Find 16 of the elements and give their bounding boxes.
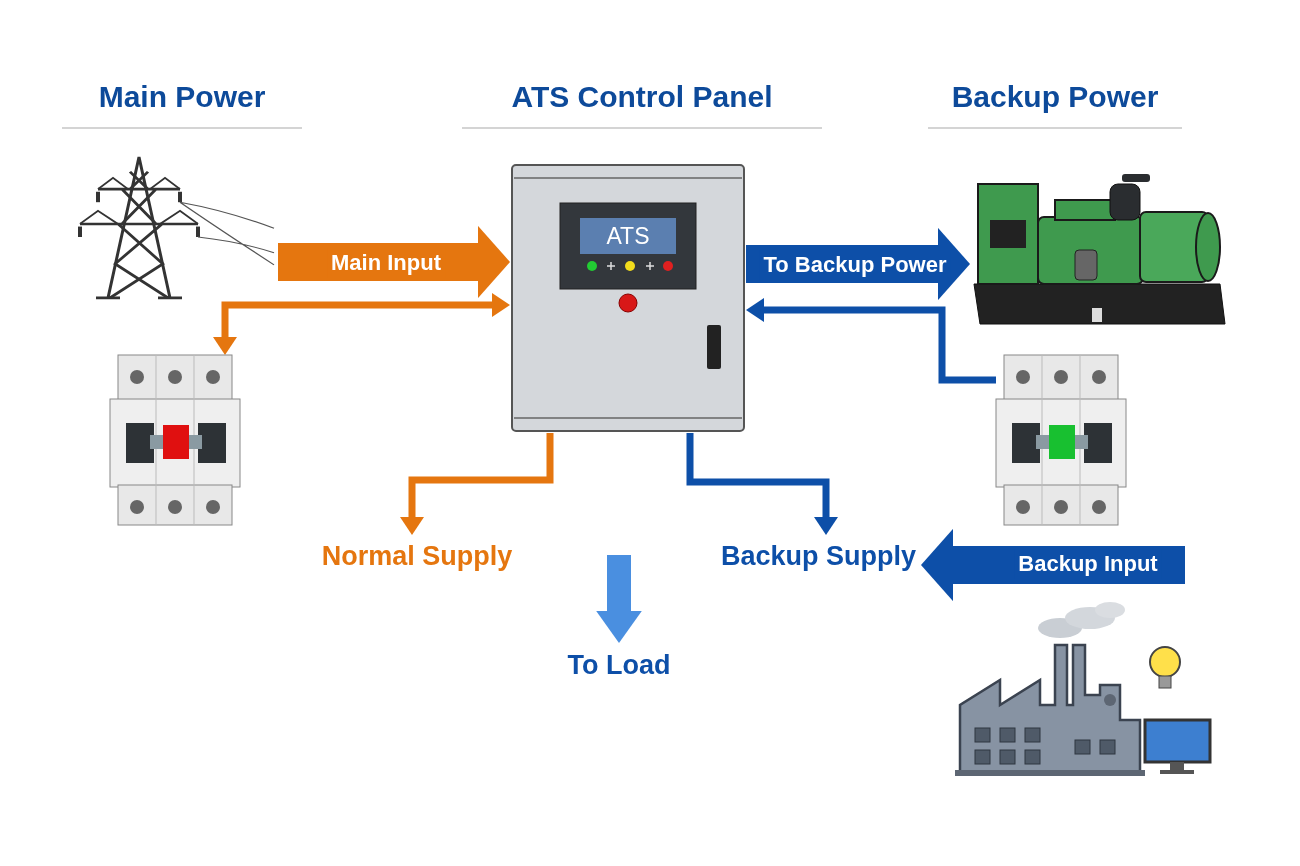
flow-arrow bbox=[746, 227, 970, 301]
section-heading: Backup Power bbox=[951, 80, 1159, 114]
section-heading: Main Power bbox=[98, 80, 266, 114]
circuit-breaker-drawing bbox=[996, 355, 1124, 527]
flow-arrow bbox=[278, 225, 510, 299]
screen-text: ATS bbox=[605, 221, 651, 251]
flow-arrow bbox=[596, 555, 642, 643]
supply-label: Backup Supply bbox=[716, 535, 921, 577]
connector-arrow bbox=[400, 433, 554, 535]
flow-arrow bbox=[921, 528, 1185, 602]
connector-arrow bbox=[213, 293, 510, 355]
load-label: To Load bbox=[556, 643, 682, 687]
supply-label: Normal Supply bbox=[312, 535, 522, 577]
connector-arrow bbox=[686, 433, 838, 535]
circuit-breaker-drawing bbox=[110, 355, 242, 525]
section-heading: ATS Control Panel bbox=[511, 80, 773, 114]
